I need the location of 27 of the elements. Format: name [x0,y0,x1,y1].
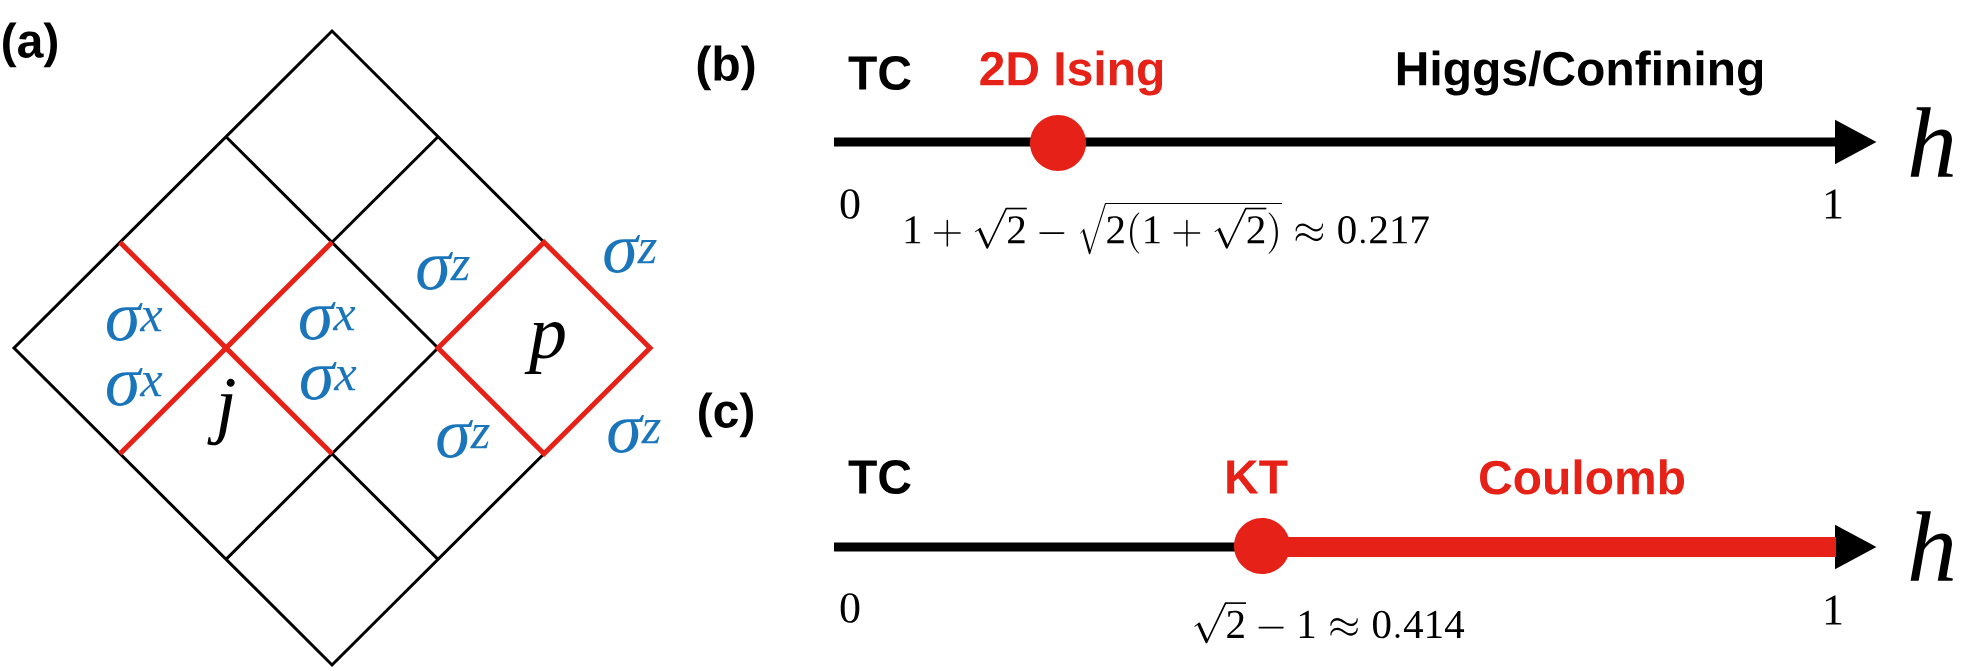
phase-label: TC [848,56,911,90]
tick-label: 0 [840,593,860,623]
panel-label: (c) [699,392,753,438]
tick-label: 1 [1825,595,1842,625]
operator-label: σ$^{x}$ [107,368,163,406]
plaquette-label: p [524,322,565,374]
tick-label: 1 [1825,189,1842,219]
vertex-label: j [207,378,235,446]
phase-label: Coulomb [1480,459,1685,495]
phase-label: TC [848,460,911,494]
transition-label: KT [1227,460,1288,494]
operator-label: σ$^{z}$ [604,235,657,273]
operator-label: σ$^{x}$ [107,303,163,341]
operator-label: σ$^{z}$ [437,420,490,458]
operator-label: σ$^{x}$ [300,302,356,340]
tick-label: 0 [840,189,860,219]
axis-label: h [1910,511,1953,581]
panel-label: (b) [697,45,755,91]
critical-value-formula: $1+\sqrt{2}-\sqrt{2(1+\sqrt{2})}\approx 0.217$ [905,202,1429,255]
operator-label: σ$^{z}$ [417,252,470,290]
phase-label: Higgs/Confining [1397,50,1763,96]
panel-label: (a) [3,22,57,68]
transition-label: 2D Ising [980,50,1163,96]
operator-label: σ$^{z}$ [608,415,661,453]
critical-value-formula: $\sqrt{2}-1\approx 0.414$ [1194,602,1465,644]
operator-label: σ$^{x}$ [301,362,357,400]
axis-label: h [1910,107,1953,177]
